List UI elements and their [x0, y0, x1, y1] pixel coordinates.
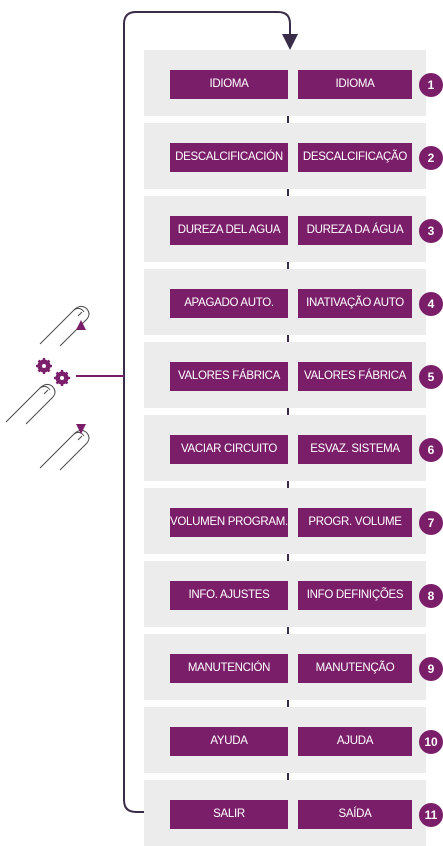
step-connector — [287, 554, 289, 561]
menu-row: IDIOMA IDIOMA 1 — [144, 50, 443, 116]
menu-item-es[interactable]: AYUDA — [170, 727, 288, 756]
gear-icon — [36, 358, 70, 386]
step-connector — [287, 481, 289, 488]
step-number-badge: 8 — [419, 584, 443, 608]
step-number-badge: 2 — [419, 146, 443, 170]
menu-item-pt[interactable]: MANUTENÇÃO — [298, 654, 412, 683]
step-connector — [287, 335, 289, 342]
step-number-badge: 6 — [419, 438, 443, 462]
menu-item-pt[interactable]: AJUDA — [298, 727, 412, 756]
arrow-down-icon — [282, 34, 298, 50]
menu-row: DUREZA DEL AGUA DUREZA DA ÁGUA 3 — [144, 196, 443, 262]
menu-item-es[interactable]: VALORES FÁBRICA — [170, 362, 288, 391]
menu-item-es[interactable]: APAGADO AUTO. — [170, 289, 288, 318]
menu-row: APAGADO AUTO. INATIVAÇÃO AUTO 4 — [144, 269, 443, 335]
menu-item-pt[interactable]: ESVAZ. SISTEMA — [298, 435, 412, 464]
gesture-icons — [5, 305, 90, 471]
menu-item-es[interactable]: VACIAR CIRCUITO — [170, 435, 288, 464]
finger-touch-icon — [39, 305, 90, 347]
menu-item-es[interactable]: INFO. AJUSTES — [170, 581, 288, 610]
menu-row: DESCALCIFICACIÓN DESCALCIFICAÇÃO 2 — [144, 123, 443, 189]
menu-item-es[interactable]: DESCALCIFICACIÓN — [170, 143, 288, 172]
menu-item-es[interactable]: IDIOMA — [170, 70, 288, 99]
menu-row: VOLUMEN PROGRAM. PROGR. VOLUME 7 — [144, 488, 443, 554]
menu-item-pt[interactable]: INFO DEFINIÇÕES — [298, 581, 412, 610]
step-number-badge: 7 — [419, 511, 443, 535]
finger-touch-icon — [5, 383, 56, 425]
menu-row: AYUDA AJUDA 10 — [144, 707, 443, 773]
step-number-badge: 5 — [419, 365, 443, 389]
step-connector — [287, 262, 289, 269]
step-number-badge: 4 — [419, 292, 443, 316]
menu-row: MANUTENCIÓN MANUTENÇÃO 9 — [144, 634, 443, 700]
step-connector — [287, 189, 289, 196]
triangle-up-icon — [76, 320, 86, 330]
menu-item-pt[interactable]: IDIOMA — [298, 70, 412, 99]
menu-row: INFO. AJUSTES INFO DEFINIÇÕES 8 — [144, 561, 443, 627]
step-number-badge: 11 — [419, 803, 443, 827]
step-connector — [287, 116, 289, 123]
step-connector — [287, 773, 289, 780]
menu-row: VACIAR CIRCUITO ESVAZ. SISTEMA 6 — [144, 415, 443, 481]
menu-item-es[interactable]: VOLUMEN PROGRAM. — [170, 508, 288, 537]
step-connector — [287, 627, 289, 634]
menu-row: VALORES FÁBRICA VALORES FÁBRICA 5 — [144, 342, 443, 408]
step-number-badge: 3 — [419, 219, 443, 243]
menu-item-es[interactable]: MANUTENCIÓN — [170, 654, 288, 683]
menu-item-pt[interactable]: DESCALCIFICAÇÃO — [298, 143, 412, 172]
step-number-badge: 9 — [419, 657, 443, 681]
step-connector — [287, 700, 289, 707]
menu-item-pt[interactable]: PROGR. VOLUME — [298, 508, 412, 537]
finger-touch-icon — [39, 429, 90, 471]
step-number-badge: 1 — [419, 73, 443, 97]
triangle-down-icon — [76, 424, 86, 434]
menu-item-pt[interactable]: INATIVAÇÃO AUTO — [298, 289, 412, 318]
menu-item-pt[interactable]: DUREZA DA ÁGUA — [298, 216, 412, 245]
menu-item-pt[interactable]: VALORES FÁBRICA — [298, 362, 412, 391]
step-number-badge: 10 — [419, 730, 443, 754]
menu-item-es[interactable]: DUREZA DEL AGUA — [170, 216, 288, 245]
step-connector — [287, 408, 289, 415]
